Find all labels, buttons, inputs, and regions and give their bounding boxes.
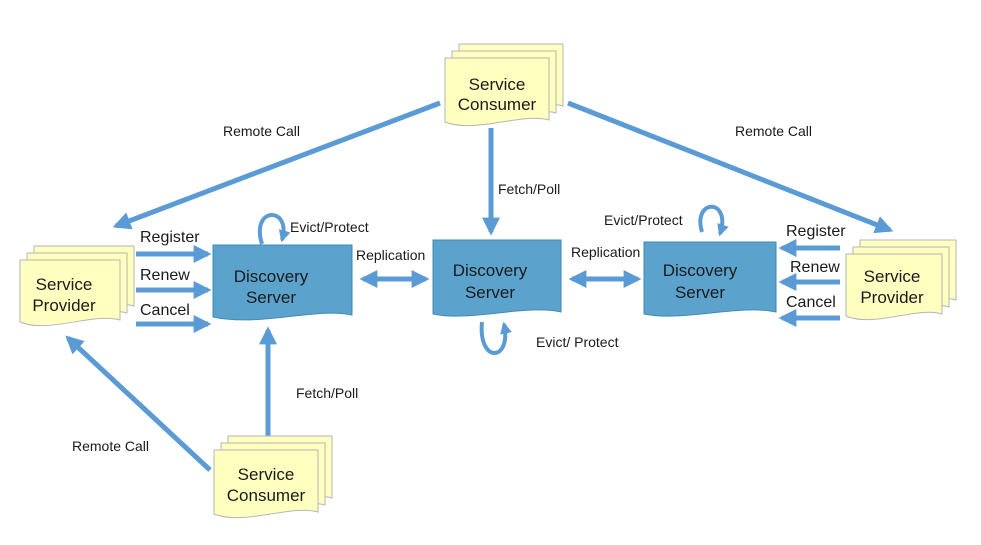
label-fetch-poll-bottom: Fetch/Poll: [296, 385, 358, 401]
label-evict-protect-center: Evict/ Protect: [536, 334, 619, 350]
label-right-renew: Renew: [790, 259, 840, 276]
node-discovery-server-left: Discovery Server: [212, 244, 353, 321]
evict-protect-loop-center: [479, 321, 512, 355]
discovery-server-shape: [212, 244, 353, 321]
server-left-line1: Discovery: [234, 267, 309, 286]
label-replication-right: Replication: [571, 244, 640, 260]
evict-protect-loop-left: [257, 213, 291, 245]
evict-protect-loop-right: [698, 204, 729, 237]
consumer-bottom-line2: Consumer: [227, 486, 306, 505]
provider-left-line2: Provider: [32, 296, 96, 315]
provider-left-line1: Service: [36, 275, 93, 294]
label-left-register: Register: [140, 229, 200, 246]
server-right-line2: Server: [675, 283, 725, 302]
server-center-line1: Discovery: [453, 261, 528, 280]
stacked-document-shape: [213, 449, 319, 519]
node-service-provider-left: Service Provider: [19, 245, 135, 327]
server-center-line2: Server: [465, 283, 515, 302]
remote-call-arrow-top-right: [567, 100, 894, 234]
arrows: [65, 100, 894, 472]
label-right-cancel: Cancel: [786, 294, 836, 311]
consumer-top-line2: Consumer: [458, 95, 537, 114]
label-left-renew: Renew: [140, 267, 190, 284]
label-left-cancel: Cancel: [140, 302, 190, 319]
label-fetch-poll-top: Fetch/Poll: [498, 181, 560, 197]
label-evict-protect-right: Evict/Protect: [604, 212, 683, 228]
label-evict-protect-left: Evict/Protect: [290, 219, 369, 235]
label-replication-left: Replication: [356, 247, 425, 263]
consumer-top-line1: Service: [469, 75, 526, 94]
remote-call-arrow-top-left: [112, 100, 441, 230]
node-discovery-server-center: Discovery Server: [432, 239, 562, 317]
label-remote-call-top-left: Remote Call: [223, 123, 300, 139]
stacked-document-shape: [444, 57, 550, 127]
provider-right-line2: Provider: [860, 288, 924, 307]
remote-call-arrow-bottom-left: [65, 335, 212, 472]
server-right-line1: Discovery: [663, 261, 738, 280]
label-right-register: Register: [786, 223, 846, 240]
server-left-line2: Server: [246, 288, 296, 307]
discovery-server-shape: [432, 239, 562, 317]
consumer-bottom-line1: Service: [238, 465, 295, 484]
edge-labels: Remote Call Remote Call Remote Call Fetc…: [72, 123, 846, 454]
node-discovery-server-right: Discovery Server: [643, 241, 777, 317]
stacked-document-shape: [19, 259, 121, 327]
node-service-consumer-top: Service Consumer: [444, 43, 564, 127]
discovery-server-shape: [643, 241, 777, 317]
label-remote-call-bottom-left: Remote Call: [72, 438, 149, 454]
label-remote-call-top-right: Remote Call: [735, 123, 812, 139]
stacked-document-shape: [845, 253, 943, 321]
node-service-provider-right: Service Provider: [845, 239, 957, 321]
provider-right-line1: Service: [864, 267, 921, 286]
node-service-consumer-bottom: Service Consumer: [213, 435, 333, 519]
